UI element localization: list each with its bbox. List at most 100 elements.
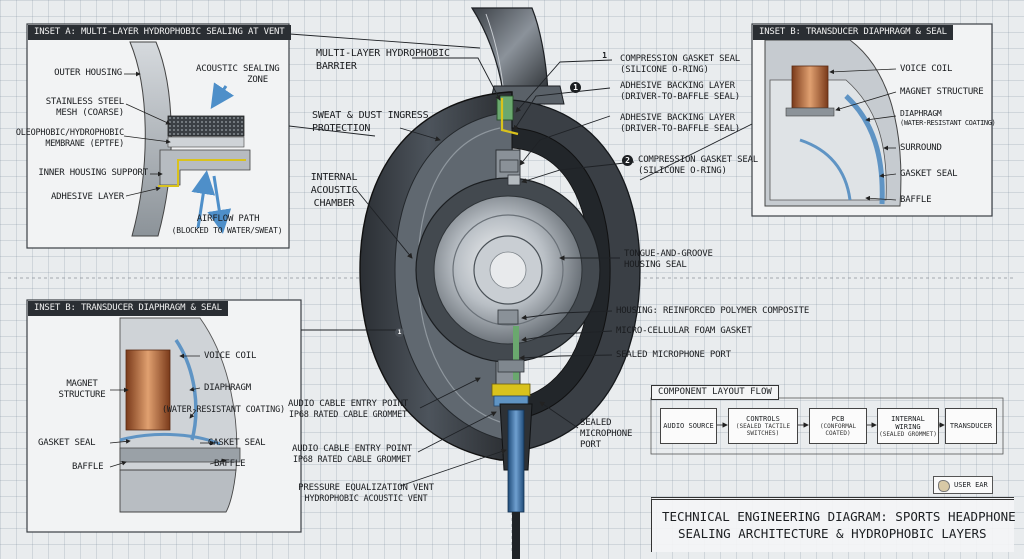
callout-leaders: [288, 33, 753, 487]
inset-b-top-title: INSET B: TRANSDUCER DIAPHRAGM & SEAL: [753, 25, 953, 40]
audio-cable: [507, 409, 525, 513]
callout-adhesive-1-b: (DRIVER-TO-BAFFLE SEAL): [620, 92, 741, 102]
inset-a-label-adhesive: ADHESIVE LAYER: [50, 192, 124, 202]
diagram-title-line-2: SEALING ARCHITECTURE & HYDROPHOBIC LAYER…: [678, 526, 987, 541]
inset-b-bottom-label-magnet-2: STRUCTURE: [58, 390, 106, 400]
callout-cable-1-a: AUDIO CABLE ENTRY POINT: [287, 399, 409, 409]
title-block: TECHNICAL ENGINEERING DIAGRAM: SPORTS HE…: [651, 497, 1016, 552]
callout-vent-b: HYDROPHOBIC ACOUSTIC VENT: [304, 494, 428, 504]
flow-step-label: PCB: [831, 415, 845, 423]
inset-b-top-label-magnet: MAGNET STRUCTURE: [900, 87, 984, 97]
inset-b-top-label-voice-coil: VOICE COIL: [900, 64, 953, 74]
inset-a-label-inner-support: INNER HOUSING SUPPORT: [38, 168, 148, 178]
inset-a-label-airflow-1: AIRFLOW PATH: [196, 214, 260, 224]
flow-step-label: AUDIO SOURCE: [663, 422, 714, 430]
callout-marker-mid: 1: [395, 328, 404, 337]
callout-compression-2-b: (SILICONE O-RING): [638, 166, 727, 176]
flow-step-label: TRANSDUCER: [949, 422, 993, 430]
callout-cable-1-b: IP68 RATED CABLE GROMMET: [288, 410, 408, 420]
inset-b-bottom-label-gasket-right: GASKET SEAL: [208, 438, 266, 448]
callout-sealed-mic-3: PORT: [580, 440, 601, 450]
callout-ingress-1: SWEAT & DUST INGRESS: [312, 110, 429, 121]
callout-tongue-2: HOUSING SEAL: [624, 260, 687, 270]
callout-compression-2-a: COMPRESSION GASKET SEAL: [638, 155, 759, 165]
callout-cable-2-b: IP68 RATED CABLE GROMMET: [292, 455, 412, 465]
inset-a-label-acoustic-zone-1: ACOUSTIC SEALING: [196, 64, 280, 74]
ear-icon: [938, 480, 950, 492]
callout-mic-port: SEALED MICROPHONE PORT: [616, 350, 731, 360]
diagram-title-line-1: TECHNICAL ENGINEERING DIAGRAM: SPORTS HE…: [662, 509, 1016, 524]
flow-step-audio-source: AUDIO SOURCE: [660, 408, 717, 444]
inset-b-bottom-voice-coil: [125, 349, 171, 431]
flow-step-sub: (SEALED GROMMET): [879, 430, 937, 438]
flow-step-sub: (CONFORMAL COATED): [819, 423, 857, 437]
callout-vent-a: PRESSURE EQUALIZATION VENT: [298, 483, 434, 493]
callout-marker-2: 2: [622, 155, 633, 166]
tongue-groove-seal: [497, 359, 525, 373]
flow-step-label: INTERNAL WIRING: [891, 414, 925, 431]
callout-barrier-1: MULTI-LAYER HYDROPHOBIC: [316, 48, 450, 59]
headband: [470, 7, 549, 93]
inset-a-mesh: [167, 115, 245, 137]
callout-compression-1-b: (SILICONE O-RING): [620, 65, 709, 75]
inset-b-top-voice-coil: [791, 65, 829, 109]
callout-sealed-mic-2: MICROPHONE: [580, 429, 633, 439]
callout-marker-1-dot: 1: [570, 82, 581, 93]
callout-cable-2-a: AUDIO CABLE ENTRY POINT: [291, 444, 413, 454]
inset-b-bottom-title: INSET B: TRANSDUCER DIAPHRAGM & SEAL: [28, 301, 228, 316]
inset-b-top-label-diaphragm-2: (WATER-RESISTANT COATING): [900, 119, 996, 127]
inset-a-label-membrane-2: MEMBRANE (ePTFE): [45, 139, 124, 149]
callout-sealed-mic-1: SEALED: [580, 418, 612, 428]
callout-adhesive-2-b: (DRIVER-TO-BAFFLE SEAL): [620, 124, 741, 134]
inset-a-label-membrane-1: OLEOPHOBIC/HYDROPHOBIC: [15, 128, 124, 138]
flow-step-controls: CONTROLS (SEALED TACTILE SWITCHES): [728, 408, 798, 444]
flow-panel: [650, 397, 1004, 455]
callout-foam: MICRO-CELLULAR FOAM GASKET: [616, 326, 752, 336]
callout-barrier-2: BARRIER: [316, 61, 357, 72]
callout-chamber-1: INTERNAL: [310, 172, 358, 183]
inset-b-top-label-baffle: BAFFLE: [900, 195, 932, 205]
inset-a-label-acoustic-zone-2: ZONE: [247, 75, 268, 85]
diagram-title: TECHNICAL ENGINEERING DIAGRAM: SPORTS HE…: [662, 508, 1016, 542]
inset-b-bottom-label-diaphragm: DIAPHRAGM: [204, 383, 251, 393]
flow-step-sub: (SEALED TACTILE SWITCHES): [735, 423, 791, 437]
callout-ingress-2: PROTECTION: [312, 123, 371, 134]
flow-step-label: CONTROLS: [746, 415, 780, 423]
inset-a-label-mesh-1: STAINLESS STEEL: [45, 97, 124, 107]
inset-b-top-panel: [751, 23, 993, 217]
callout-marker-1: 1: [602, 51, 607, 60]
flow-step-pcb: PCB (CONFORMAL COATED): [809, 408, 867, 444]
legend-user-ear: USER EAR: [933, 476, 993, 494]
callout-housing: HOUSING: REINFORCED POLYMER COMPOSITE: [616, 306, 810, 316]
inset-b-top-label-diaphragm-1: DIAPHRAGM: [900, 109, 942, 118]
inset-a-title: INSET A: MULTI-LAYER HYDROPHOBIC SEALING…: [28, 25, 291, 40]
inset-b-top-label-surround: SURROUND: [900, 143, 942, 153]
flow-title: COMPONENT LAYOUT FLOW: [651, 385, 779, 400]
inset-b-top-surround: [844, 94, 885, 205]
callout-chamber-3: CHAMBER: [313, 198, 355, 209]
inset-b-bottom-label-gasket-left: GASKET SEAL: [38, 438, 96, 448]
inset-b-bottom-label-magnet-1: MAGNET: [66, 379, 98, 389]
legend-label: USER EAR: [954, 481, 988, 489]
inset-a-membrane: [167, 136, 245, 148]
inset-b-bottom-label-coating: (WATER-RESISTANT COATING): [162, 405, 285, 415]
inset-a-panel: [26, 23, 290, 249]
inset-b-bottom-panel: [26, 299, 302, 533]
hydrophobic-barrier-top: [500, 98, 519, 136]
callout-tongue-1: TONGUE-AND-GROOVE: [624, 249, 713, 259]
flow-step-internal-wiring: INTERNAL WIRING (SEALED GROMMET): [877, 408, 939, 444]
callout-compression-1-a: COMPRESSION GASKET SEAL: [620, 54, 741, 64]
inset-b-bottom-label-baffle-left: BAFFLE: [72, 462, 104, 472]
inset-a-label-airflow-2: (BLOCKED TO WATER/SWEAT): [171, 226, 283, 235]
inset-a-label-outer-housing: OUTER HOUSING: [54, 68, 122, 78]
inset-b-bottom-label-voice-coil: VOICE COIL: [204, 351, 257, 361]
flow-step-transducer: TRANSDUCER: [945, 408, 997, 444]
inset-a-label-mesh-2: MESH (COARSE): [56, 108, 124, 118]
callout-adhesive-1-a: ADHESIVE BACKING LAYER: [620, 81, 735, 91]
inset-b-bottom-label-baffle-right: BAFFLE: [214, 459, 246, 469]
callout-chamber-2: ACOUSTIC: [310, 185, 358, 196]
headphone-cross-section: [359, 7, 641, 559]
inset-b-top-label-gasket: GASKET SEAL: [900, 169, 958, 179]
callout-adhesive-2-a: ADHESIVE BACKING LAYER: [620, 113, 735, 123]
